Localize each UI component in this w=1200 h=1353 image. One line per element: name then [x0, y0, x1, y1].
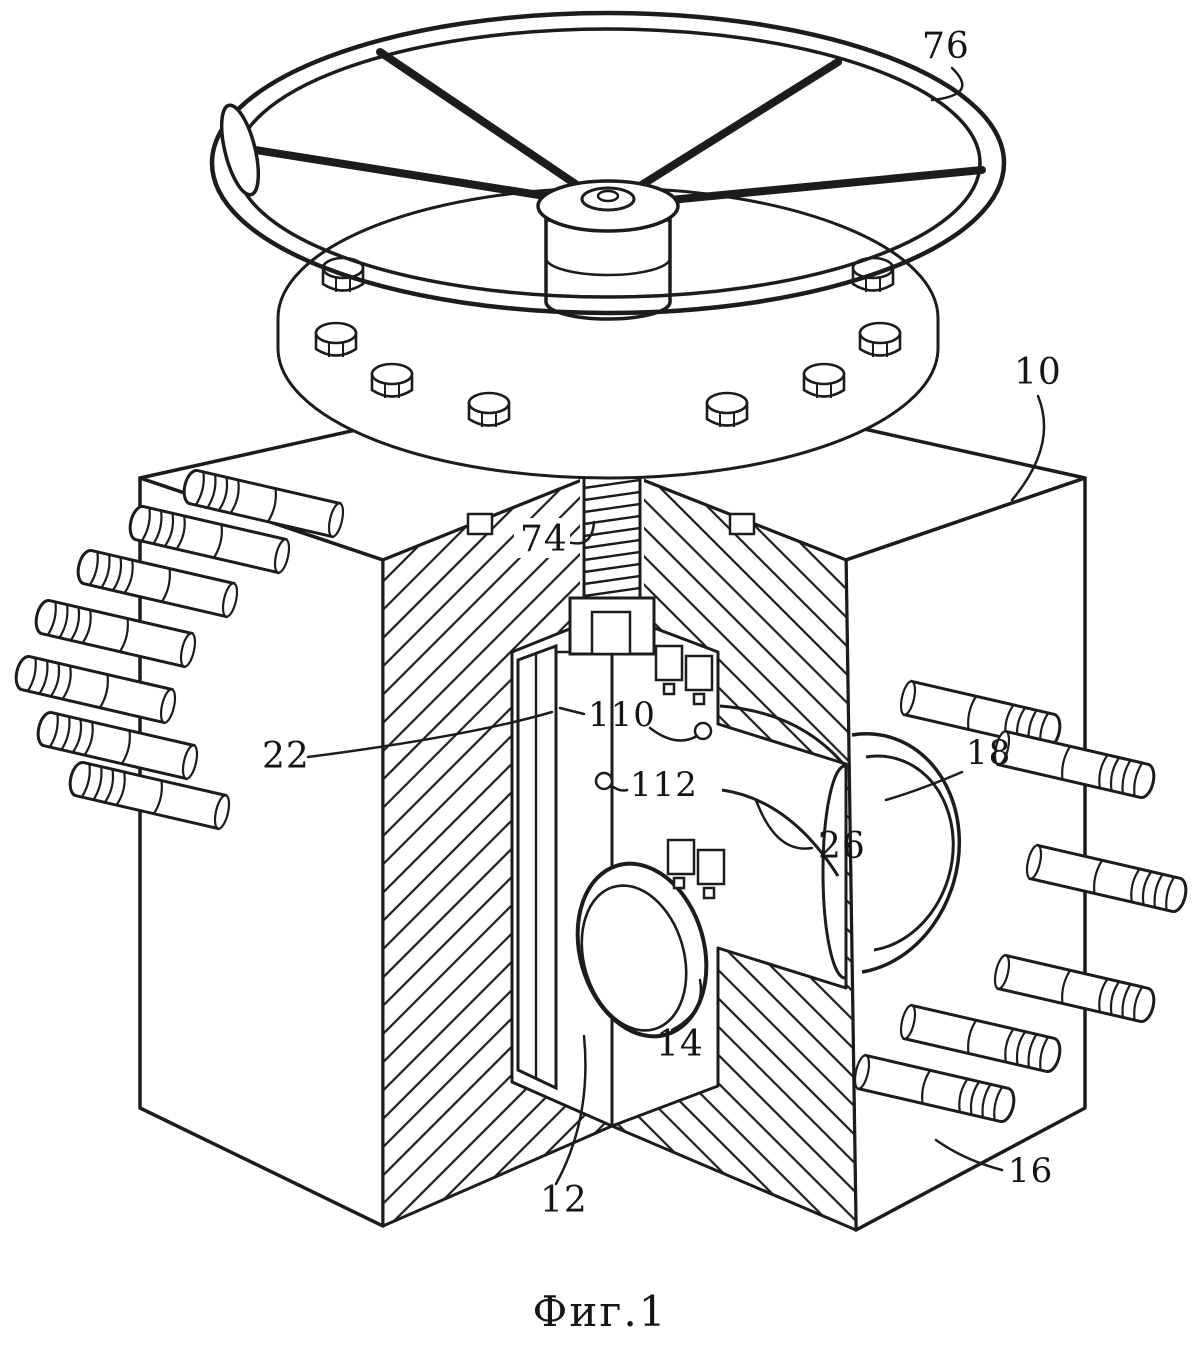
stem-nut-slot [590, 610, 632, 656]
packing-gland [544, 218, 672, 321]
ref-label-12: 12 [540, 1180, 588, 1221]
leader-12 [554, 1034, 587, 1186]
leader-76 [930, 66, 964, 102]
bonnet-lug-left [466, 512, 494, 536]
hex-bolt [858, 321, 902, 359]
leader-110-pin [648, 726, 699, 742]
label-pad-74 [514, 518, 570, 558]
wheel-rim-outer [209, 10, 1007, 316]
ref-label-22: 22 [262, 736, 310, 777]
hex-bolt [314, 321, 358, 359]
handwheel-assembly [209, 10, 1007, 321]
wheel-handle-grip [219, 103, 261, 197]
passage-inner-curve [721, 788, 840, 877]
section-face-left [381, 466, 614, 1228]
gland-rib [544, 257, 672, 277]
pin-detail-upper [693, 721, 713, 741]
reference-numerals: 76 10 74 110 22 112 18 26 14 16 12 [262, 26, 1062, 1221]
figure-caption: Фиг.1 [533, 1287, 668, 1336]
ref-label-10: 10 [1014, 352, 1062, 393]
bore-ring-inner [580, 884, 688, 1032]
bonnet-lug-right [728, 512, 756, 536]
hex-bolt [467, 391, 511, 429]
ref-label-76: 76 [922, 26, 970, 67]
leader-14 [670, 978, 703, 1032]
flange-rim-band [276, 318, 940, 480]
ref-label-18: 18 [966, 733, 1011, 773]
ref-label-74: 74 [520, 519, 568, 560]
seat-lugs-upper [654, 644, 714, 706]
gate-facet-line [534, 650, 570, 1078]
leader-26 [754, 798, 814, 850]
ref-label-16: 16 [1008, 1151, 1053, 1191]
hex-bolt [370, 362, 414, 400]
wheel-hub-hole [596, 189, 620, 203]
ref-label-112: 112 [630, 765, 698, 805]
leader-110 [558, 706, 586, 716]
leader-10 [1010, 394, 1046, 502]
port-mouth-arc [821, 764, 846, 980]
leader-22 [306, 710, 554, 759]
leader-16 [934, 1138, 1004, 1172]
ref-label-110: 110 [588, 695, 656, 735]
leader-18 [884, 770, 964, 802]
passage-upper-curve [719, 704, 847, 767]
hex-bolt [802, 362, 846, 400]
hex-bolt [705, 391, 749, 429]
ref-label-26: 26 [818, 826, 866, 867]
port-outer-arc [851, 732, 961, 974]
leader-112 [610, 784, 629, 792]
seat-lugs-lower [666, 838, 726, 900]
ref-label-14: 14 [656, 1024, 704, 1065]
port-inner-arc [865, 754, 955, 952]
pin-detail-lower [594, 771, 614, 791]
